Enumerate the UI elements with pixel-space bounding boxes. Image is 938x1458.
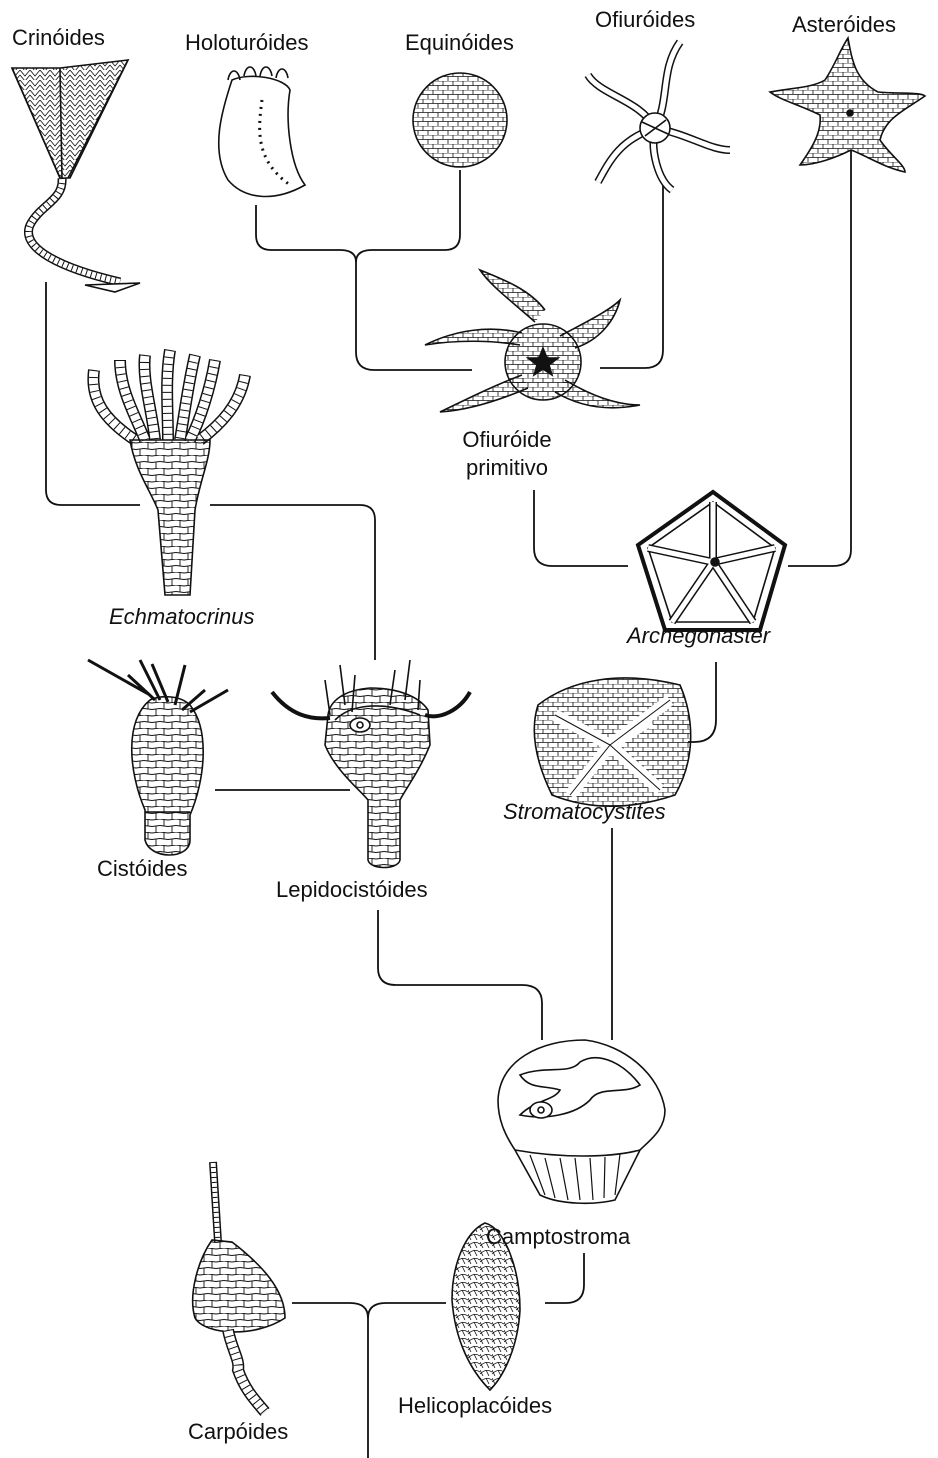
line-helicoplacoides bbox=[368, 1303, 446, 1318]
label-camptostroma: Camptostroma bbox=[486, 1225, 630, 1249]
label-ofiuroides: Ofiuróides bbox=[595, 8, 695, 32]
line-ofiuroide-primitivo bbox=[534, 490, 628, 566]
carpoides-icon bbox=[193, 1162, 285, 1412]
label-carpoides: Carpóides bbox=[188, 1420, 288, 1444]
line-ofiuroides bbox=[600, 180, 663, 368]
equinoides-icon bbox=[413, 73, 507, 167]
line-equinoides bbox=[356, 170, 460, 262]
line-archegonaster bbox=[688, 662, 716, 742]
lepidocistoides-icon bbox=[272, 660, 470, 868]
archegonaster-icon bbox=[638, 492, 785, 630]
line-asteroides bbox=[788, 150, 851, 566]
line-holoturoides bbox=[256, 205, 356, 262]
label-cistoides: Cistóides bbox=[97, 857, 187, 881]
camptostroma-icon bbox=[498, 1040, 665, 1203]
label-asteroides: Asteróides bbox=[792, 13, 896, 37]
label-equinoides: Equinóides bbox=[405, 31, 514, 55]
line-carpoides bbox=[292, 1303, 368, 1318]
ofiuroide-primitivo-icon bbox=[425, 270, 640, 412]
label-stromatocystites: Stromatocystites bbox=[503, 800, 666, 824]
crinoides-icon bbox=[12, 60, 140, 292]
label-crinoides: Crinóides bbox=[12, 26, 105, 50]
line-holo-equi-stem bbox=[356, 262, 472, 370]
cistoides-icon bbox=[88, 660, 228, 855]
label-holoturoides: Holoturóides bbox=[185, 31, 309, 55]
line-lepidocistoides bbox=[378, 910, 542, 1040]
line-camptostroma bbox=[545, 1253, 584, 1303]
ofiuroides-icon bbox=[588, 42, 730, 190]
echmatocrinus-icon bbox=[93, 350, 245, 595]
label-ofiuroide-primitivo-line1: Ofiuróide bbox=[462, 428, 551, 452]
label-ofiuroide-primitivo-line2: primitivo bbox=[466, 456, 548, 480]
asteroides-icon bbox=[770, 38, 925, 172]
stromatocystites-icon bbox=[534, 678, 690, 806]
holoturoides-icon bbox=[219, 67, 305, 196]
label-archegonaster: Archegonaster bbox=[627, 624, 770, 648]
label-helicoplacoides: Helicoplacóides bbox=[398, 1394, 552, 1418]
label-lepidocistoides: Lepidocistóides bbox=[276, 878, 428, 902]
label-echmatocrinus: Echmatocrinus bbox=[109, 605, 255, 629]
line-echmatocrinus bbox=[210, 505, 375, 660]
